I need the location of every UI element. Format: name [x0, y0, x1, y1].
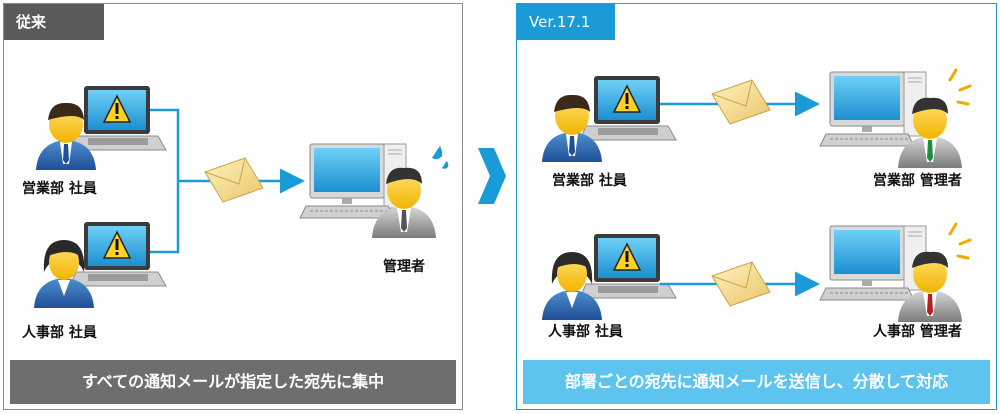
panel-conventional: 従来 すべての通知メールが指定した宛先に集中 — [3, 3, 463, 410]
panel-tag-conventional: 従来 — [4, 4, 104, 40]
footer-caption-version: 部署ごとの宛先に通知メールを送信し、分散して対応 — [523, 360, 990, 404]
label-sales-admin-right: 営業部 管理者 — [873, 173, 962, 189]
label-admin-left: 管理者 — [383, 259, 425, 275]
label-sales-employee-left: 営業部 社員 — [22, 181, 97, 197]
panel-tag-version: Ver.17.1 — [517, 4, 615, 40]
footer-caption-conventional: すべての通知メールが指定した宛先に集中 — [10, 360, 456, 404]
label-hr-admin-right: 人事部 管理者 — [873, 324, 962, 340]
label-hr-employee-right: 人事部 社員 — [548, 324, 623, 340]
panel-version: Ver.17.1 部署ごとの宛先に通知メールを送信し、分散して対応 — [516, 3, 997, 410]
label-hr-employee-left: 人事部 社員 — [22, 325, 97, 341]
label-sales-employee-right: 営業部 社員 — [552, 173, 627, 189]
